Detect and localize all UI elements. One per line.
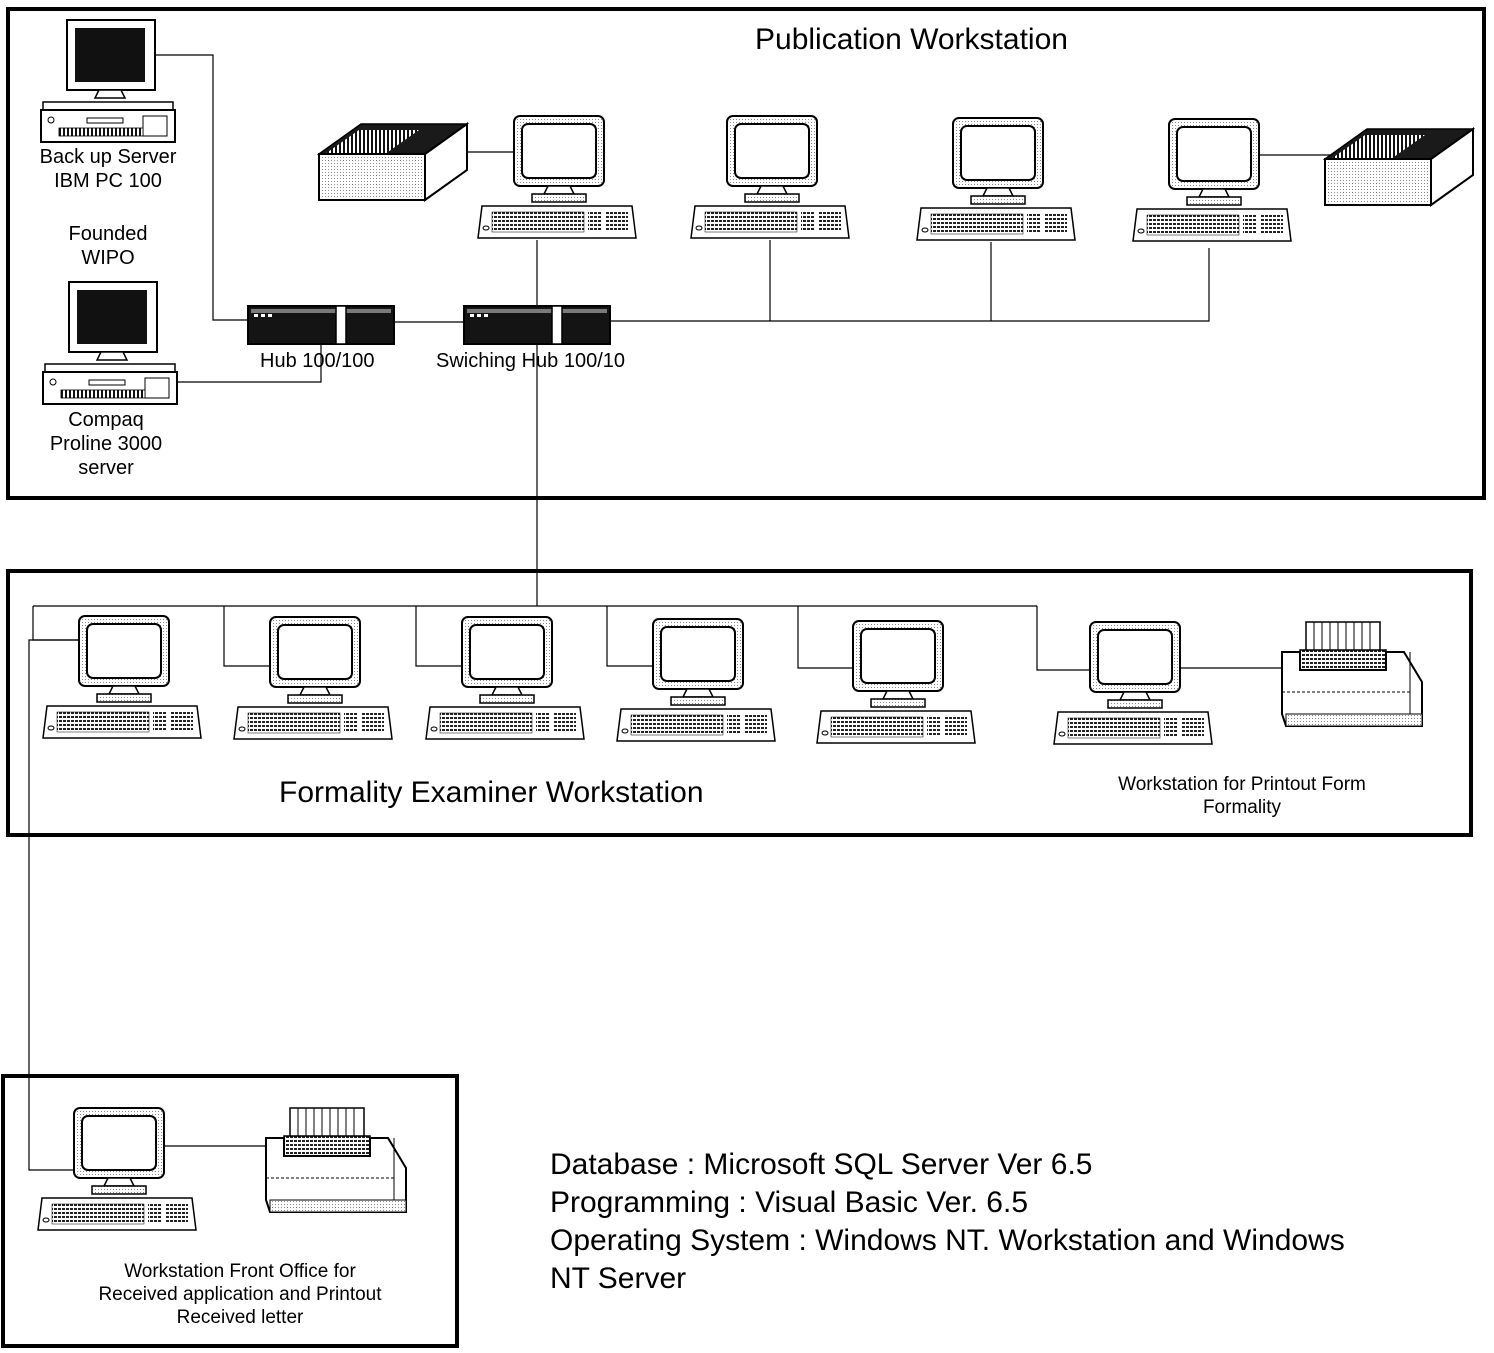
formality-printout-caption: Workstation for Printout Form Formality	[1092, 774, 1392, 820]
publication-computer-4-icon	[1132, 118, 1292, 242]
formality-computer-2-icon	[233, 616, 393, 740]
storage-box-left-icon	[318, 123, 468, 201]
publication-title: Publication Workstation	[755, 23, 1068, 56]
formality-computer-1-icon	[42, 615, 202, 739]
compaq-server-line-2: Proline 3000	[49, 433, 163, 455]
formality-computer-3-icon	[425, 616, 585, 740]
compaq-server-icon	[42, 281, 178, 405]
programming-info: Programming : Visual Basic Ver. 6.5	[550, 1186, 1029, 1219]
network-links	[28, 54, 1330, 1171]
front-office-frame	[1, 1074, 459, 1348]
front-office-line-2: Received application and Printout	[98, 1283, 382, 1305]
backup-server-line-2: IBM PC 100	[54, 170, 162, 192]
publication-computer-2-icon	[690, 115, 850, 239]
hub-label: Hub 100/100	[260, 350, 375, 372]
founded-line-1: Founded	[68, 223, 148, 245]
formality-computer-5-icon	[816, 620, 976, 744]
printout-caption-line-1: Workstation for Printout Form	[1118, 774, 1366, 795]
formality-title: Formality Examiner Workstation	[279, 776, 704, 809]
compaq-server-line-3: server	[78, 457, 134, 479]
formality-printout-computer-icon	[1053, 621, 1213, 745]
backup-server-label: Back up Server IBM PC 100	[34, 145, 182, 193]
front-office-line-3: Received letter	[176, 1306, 304, 1328]
front-office-caption: Workstation Front Office for Received ap…	[70, 1261, 410, 1329]
operating-system-info-line-1: Operating System : Windows NT. Workstati…	[550, 1224, 1345, 1257]
formality-computer-4-icon	[616, 618, 776, 742]
database-info: Database : Microsoft SQL Server Ver 6.5	[550, 1148, 1093, 1181]
front-office-computer-icon	[37, 1107, 197, 1231]
formality-printer-icon	[1281, 621, 1423, 727]
compaq-server-line-1: Compaq	[68, 409, 144, 431]
front-office-line-1: Workstation Front Office for	[124, 1261, 356, 1282]
formality-frame	[6, 569, 1473, 837]
founded-label: Founded WIPO	[50, 222, 166, 270]
switching-hub-icon	[463, 305, 611, 345]
hub-icon	[247, 305, 395, 345]
backup-server-icon	[40, 19, 176, 143]
storage-box-right-icon	[1324, 128, 1474, 206]
operating-system-info-line-2: NT Server	[550, 1262, 687, 1295]
backup-server-line-1: Back up Server	[39, 146, 177, 168]
switching-hub-label: Swiching Hub 100/10	[436, 350, 626, 372]
printout-caption-line-2: Formality	[1202, 796, 1282, 818]
publication-computer-3-icon	[916, 117, 1076, 241]
publication-frame	[6, 7, 1486, 500]
front-office-printer-icon	[265, 1107, 407, 1213]
compaq-server-label: Compaq Proline 3000 server	[36, 408, 176, 480]
publication-computer-1-icon	[477, 115, 637, 239]
system-info: Database : Microsoft SQL Server Ver 6.5 …	[550, 1146, 1345, 1298]
founded-line-2: WIPO	[81, 247, 135, 269]
